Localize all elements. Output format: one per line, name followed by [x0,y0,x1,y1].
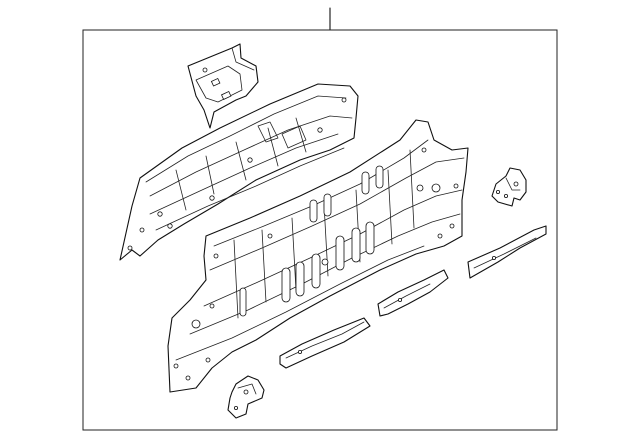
upper-rear-panel[interactable] [119,83,359,261]
right-bracket[interactable] [491,167,527,207]
lower-bracket[interactable] [227,375,265,419]
center-crossmember[interactable] [377,269,449,317]
diagram-frame [82,29,558,431]
upper-bracket[interactable] [187,43,259,129]
main-floor-panel[interactable] [167,119,469,393]
front-crossmember[interactable] [279,317,371,369]
right-crossmember[interactable] [467,225,547,279]
